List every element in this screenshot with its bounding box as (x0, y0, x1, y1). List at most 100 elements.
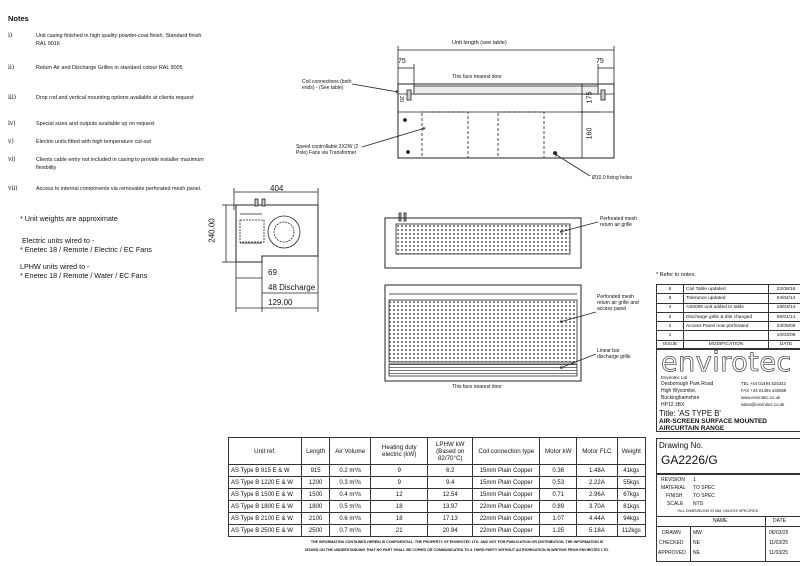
drawing-number-box: Drawing No. GA2226/G (656, 438, 800, 474)
approved-label: APPROVED (658, 550, 686, 556)
fixing-holes-label: Ø10.0 fixing holes (592, 175, 633, 181)
material-value: TO SPEC (693, 485, 715, 491)
rev-date: 06/01/14 (768, 311, 800, 323)
note-number: iv) (8, 120, 16, 127)
cell-lphw: 6.2 (427, 464, 474, 477)
header-motor-flc: Motor FLC (576, 437, 618, 465)
dim-48-discharge: 48 Discharge (268, 283, 316, 292)
note-text: Access to internal components via remova… (36, 186, 202, 192)
rev-issue: 4 (656, 302, 684, 313)
revision-label: REVISION (661, 477, 685, 483)
cell-heating-duty: 18 (370, 512, 429, 525)
note-text: Clients cable entry not included in casi… (36, 157, 204, 171)
drawn-label: DRAWN (662, 530, 681, 536)
header-coil-connection: Coil connection type (472, 437, 541, 465)
refer-notes: * Refer to notes. (656, 272, 696, 278)
cell-air-volume: 0.6 m³/s (329, 512, 372, 525)
cell-heating-duty: 9 (370, 464, 429, 477)
rev-modification: Coil Table updated (683, 283, 769, 295)
address-line-4: HP12 3BX (661, 402, 685, 408)
spec-table: Unit ref. Length Air Volume Heating duty… (228, 437, 647, 537)
dim-20: 20 (398, 95, 405, 103)
dim-404: 404 (270, 184, 284, 193)
cell-motor-flc: 1.48A (576, 464, 618, 477)
electric-wired: * Enetec 18 / Remote / Electric / EC Fan… (20, 245, 152, 254)
brand-box: envirotec Envirotec Ltd Desborough Park … (656, 347, 800, 432)
envirotec-logo: envirotec (661, 347, 792, 379)
cell-weight: 41kgs (616, 464, 647, 477)
electric-wired-title: Electric units wired to - (22, 236, 95, 245)
face-nearest-door-bottom: This face nearest door (452, 384, 502, 390)
rev-date: 19/03/14 (768, 302, 800, 313)
drawn-name: MW (693, 530, 702, 536)
lphw-wired-title: LPHW units wired to - (20, 262, 90, 271)
cell-coil: 22mm Plain Copper (472, 500, 541, 513)
cell-air-volume: 0.5 m³/s (329, 500, 372, 513)
cell-coil: 15mm Plain Copper (472, 476, 541, 489)
cell-length: 2100 (300, 512, 331, 525)
cell-coil: 22mm Plain Copper (472, 524, 541, 537)
approved-name: NE (693, 550, 700, 556)
email: sales@envirotec.co.uk (741, 402, 785, 407)
perforated-access-label: Perforated mesh return air grille and ac… (597, 294, 639, 312)
header-air-volume: Air Volume (329, 437, 372, 465)
divider (657, 526, 800, 527)
cell-length: 2500 (300, 524, 331, 537)
end-view (222, 188, 319, 312)
scale-value: NTS (693, 501, 703, 507)
checked-label: CHECKED (659, 540, 684, 546)
note-text: Electric units fitted with high temperat… (36, 139, 152, 145)
cell-heating-duty: 12 (370, 488, 429, 501)
note-number: v) (8, 138, 14, 145)
header-length: Length (300, 437, 331, 465)
linear-bar-label: Linear bar discharge grille (597, 348, 631, 360)
cell-motor-kw: 1.07 (539, 512, 578, 525)
fax: FAX +44 01494 440558 (741, 388, 787, 393)
cell-unit-ref: AS Type B 1800 E & W (228, 500, 302, 513)
cell-air-volume: 0.4 m³/s (329, 488, 372, 501)
weights-note: * Unit weights are approximate (20, 214, 118, 223)
material-label: MATERIAL (661, 485, 686, 491)
rev-date: 10/03/08 (768, 330, 800, 341)
cell-motor-flc: 3.70A (576, 500, 618, 513)
website: www.envirotec.co.uk (741, 395, 781, 400)
underside-view (384, 284, 597, 382)
note-number: vi) (8, 156, 16, 163)
dim-240: 240.00 (207, 218, 217, 243)
cell-length: 1800 (300, 500, 331, 513)
note-text: Special sizes and outputs available up o… (36, 121, 155, 127)
cell-air-volume: 0.3 m³/s (329, 476, 372, 489)
cell-lphw: 17.13 (427, 512, 474, 525)
note-text: Drop rod and vertical mounting options a… (36, 95, 194, 101)
speed-controllable-label: Speed controllable 2X2W (2 Pole) Fans vi… (296, 144, 359, 156)
company-name: Envirotec Ltd (661, 375, 688, 380)
rev-modification: Tolerance updated (683, 293, 769, 304)
note-text: Return Air and Discharge Grilles in stan… (36, 65, 183, 71)
dim-129: 129.00 (268, 298, 293, 307)
rev-modification: Access Panel now perforated (683, 321, 769, 332)
cell-heating-duty: 9 (370, 476, 429, 489)
header-weight: Weight (616, 437, 647, 465)
cell-air-volume: 0.2 m³/s (329, 464, 372, 477)
rev-issue: 1 (656, 330, 684, 341)
cell-unit-ref: AS Type B 2500 E & W (228, 524, 302, 537)
cell-motor-flc: 4.44A (576, 512, 618, 525)
drawing-subtitle-1: AIR-SCREEN SURFACE MOUNTED (659, 418, 767, 425)
address-line-3: Buckinghamshire (661, 395, 700, 401)
cell-heating-duty: 21 (370, 524, 429, 537)
cell-lphw: 13.97 (427, 500, 474, 513)
cell-motor-kw: 0.89 (539, 500, 578, 513)
cell-length: 1200 (300, 476, 331, 489)
cell-motor-kw: 1.25 (539, 524, 578, 537)
drawing-subtitle-2: AIRCURTAIN RANGE (659, 425, 725, 432)
